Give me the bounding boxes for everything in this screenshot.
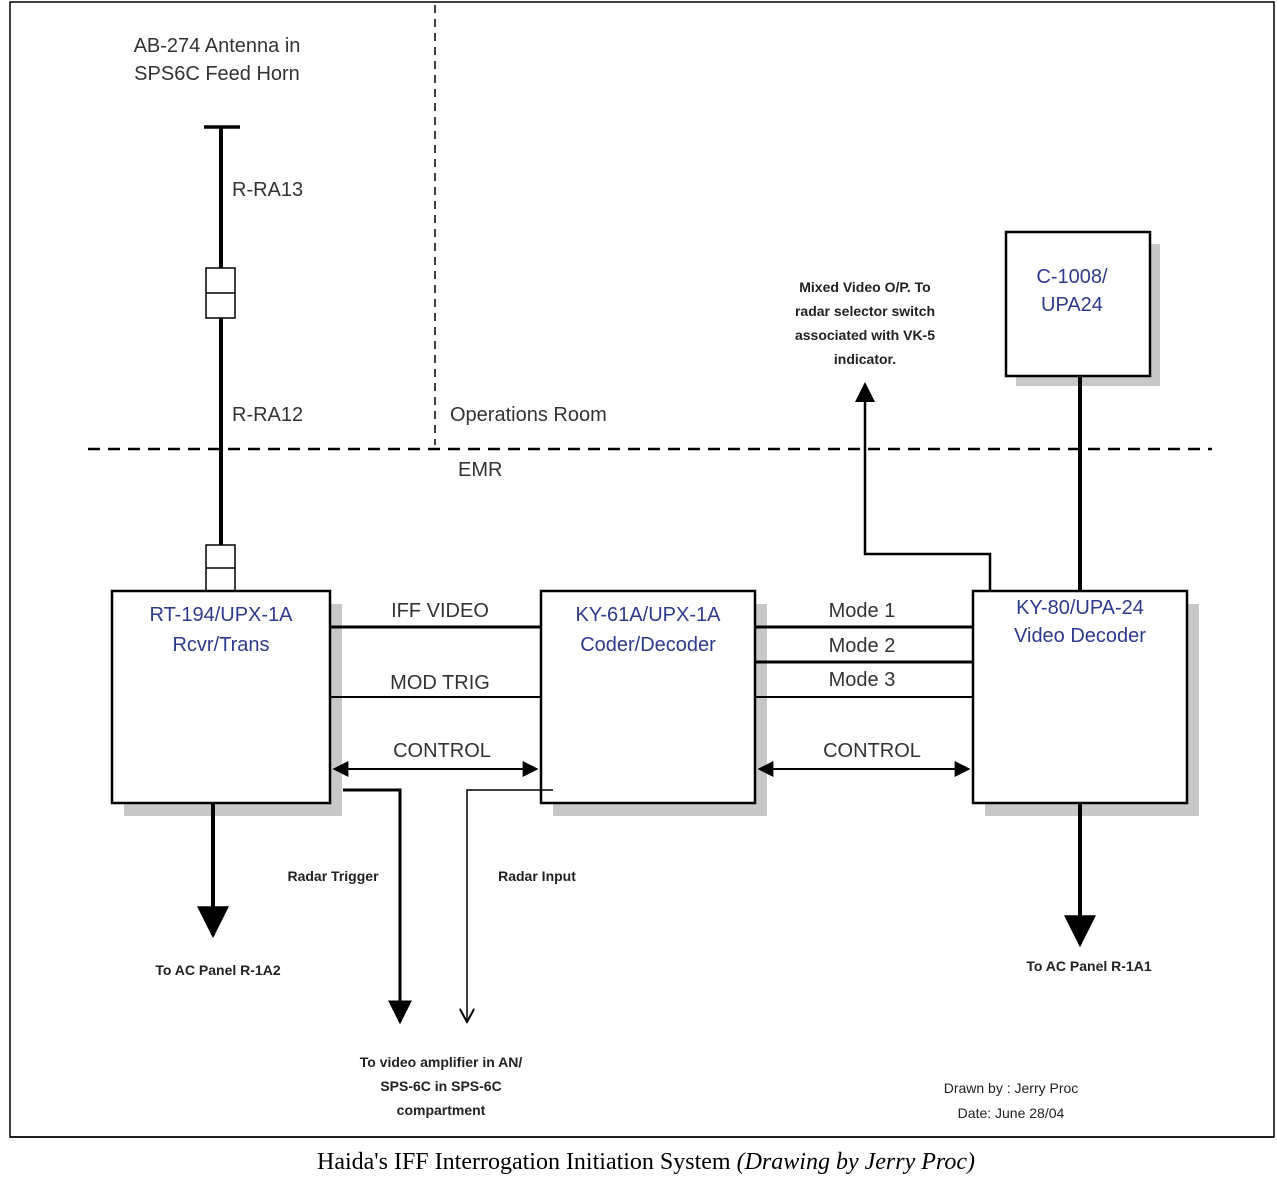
iff-video-label: IFF VIDEO <box>391 600 489 622</box>
rt194-box <box>110 589 332 805</box>
ky61a-label-line2: Coder/Decoder <box>580 634 716 656</box>
ky61a-box <box>539 589 757 805</box>
rt194-label-line1: RT-194/UPX-1A <box>149 604 293 626</box>
ky61a-label-line1: KY-61A/UPX-1A <box>576 604 722 626</box>
mode1-label: Mode 1 <box>829 600 896 622</box>
ac-panel-right-label: To AC Panel R-1A1 <box>1026 958 1151 974</box>
mode2-label: Mode 2 <box>829 635 896 657</box>
video-amp-line1: To video amplifier in AN/ <box>360 1054 523 1070</box>
video-amp-line2: SPS-6C in SPS-6C <box>380 1078 501 1094</box>
caption-credit: (Drawing by Jerry Proc) <box>737 1149 975 1175</box>
mod-trig-label: MOD TRIG <box>390 672 490 694</box>
c1008-box <box>1004 230 1152 378</box>
rt194-label-line2: Rcvr/Trans <box>172 634 269 656</box>
c1008-label-line1: C-1008/ <box>1036 266 1108 288</box>
mode3-label: Mode 3 <box>829 669 896 691</box>
video-amp-line3: compartment <box>397 1102 486 1118</box>
radar-input-arrow <box>467 789 553 1022</box>
ac-panel-left-label: To AC Panel R-1A2 <box>155 962 280 978</box>
c1008-label-line2: UPA24 <box>1041 294 1103 316</box>
radar-input-label: Radar Input <box>498 868 576 884</box>
control-right-label: CONTROL <box>823 740 921 762</box>
mixed-video-line3: associated with VK-5 <box>795 327 935 343</box>
ky80-label-line1: KY-80/UPA-24 <box>1016 597 1144 619</box>
emr-label: EMR <box>458 459 502 481</box>
date-label: Date: June 28/04 <box>958 1105 1065 1121</box>
caption-main: Haida's IFF Interrogation Initiation Sys… <box>317 1149 737 1175</box>
ky80-box <box>971 589 1189 805</box>
control-left-label: CONTROL <box>393 740 491 762</box>
drawn-by-label: Drawn by : Jerry Proc <box>944 1080 1079 1096</box>
radar-trigger-label: Radar Trigger <box>287 868 379 884</box>
antenna-label-line2: SPS6C Feed Horn <box>134 63 300 85</box>
mixed-video-line4: indicator. <box>834 351 896 367</box>
ky80-label-line2: Video Decoder <box>1014 625 1146 647</box>
figure-caption: Haida's IFF Interrogation Initiation Sys… <box>317 1149 975 1175</box>
cable-label-r-ra12: R-RA12 <box>232 404 303 426</box>
operations-room-label: Operations Room <box>450 404 607 426</box>
antenna-label-line1: AB-274 Antenna in <box>134 35 301 57</box>
mixed-video-output-arrow <box>855 382 992 592</box>
mixed-video-line2: radar selector switch <box>795 303 935 319</box>
mixed-video-line1: Mixed Video O/P. To <box>799 279 930 295</box>
radar-trigger-arrow <box>343 788 412 1025</box>
cable-label-r-ra13: R-RA13 <box>232 179 303 201</box>
